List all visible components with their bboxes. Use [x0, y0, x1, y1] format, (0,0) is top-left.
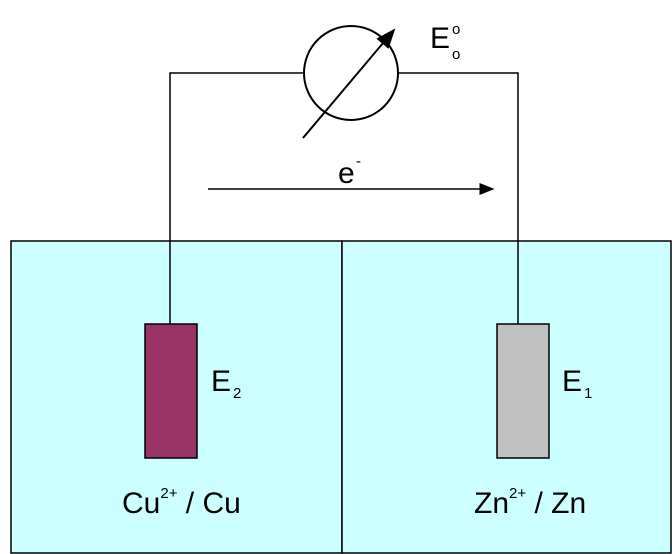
left-electrode-potential: E [211, 365, 231, 398]
right-ion: Zn [474, 487, 509, 520]
left-ion: Cu [122, 487, 160, 520]
meter-label-sub: o [452, 46, 460, 63]
right-separator: / [526, 487, 551, 520]
right-electrode-potential-sub: 1 [584, 385, 592, 402]
zinc-electrode [496, 323, 550, 459]
right-electrode-potential: E [562, 365, 582, 398]
right-ion-charge: 2+ [509, 485, 526, 502]
electron-label: e [338, 157, 355, 190]
right-metal: Zn [551, 487, 586, 520]
voltmeter-icon [302, 25, 399, 139]
right-wire [398, 72, 519, 324]
left-metal: Cu [202, 487, 240, 520]
electron-label-sup: - [356, 153, 361, 170]
copper-electrode [144, 323, 198, 459]
left-redox-couple: Cu2+ / Cu [122, 485, 241, 520]
left-ion-charge: 2+ [160, 485, 177, 502]
left-separator: / [177, 487, 202, 520]
right-redox-couple: Zn2+ / Zn [474, 485, 586, 520]
left-wire [169, 72, 305, 324]
left-electrode-potential-sub: 2 [233, 385, 241, 402]
meter-label-sup: o [452, 21, 460, 38]
meter-label: E [430, 22, 450, 55]
